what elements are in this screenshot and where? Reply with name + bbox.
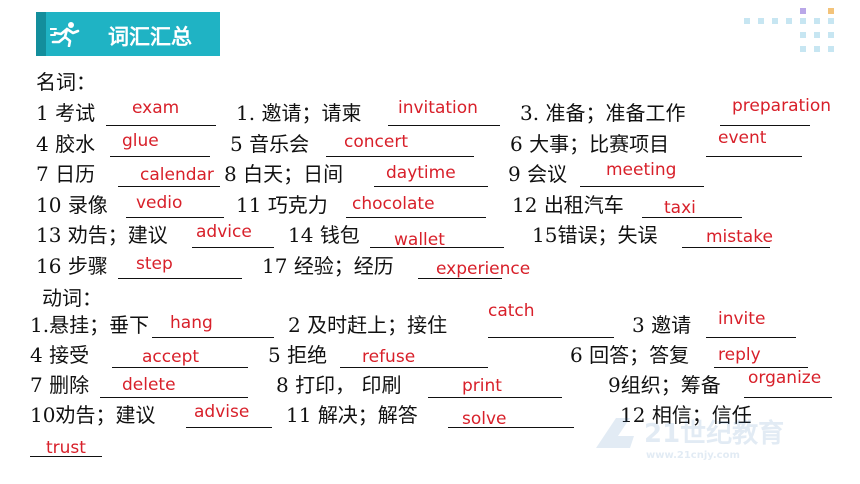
verb-9-prompt: 9组织；筹备 [608, 373, 721, 397]
verb-12-prompt: 12 相信；信任 [620, 403, 752, 427]
verb-4-prompt: 4 接受 [30, 343, 90, 367]
noun-17-blank [418, 254, 502, 279]
noun-14-answer: wallet [394, 230, 445, 250]
noun-11-prompt: 11 巧克力 [236, 193, 328, 217]
verb-4-blank [112, 343, 248, 368]
verb-11-blank [448, 403, 574, 428]
noun-13-prompt: 13 劝告；建议 [36, 223, 168, 247]
noun-11-blank [346, 193, 486, 218]
noun-7-prompt: 7 日历 [36, 162, 96, 186]
noun-6-blank [706, 132, 802, 157]
noun-15-prompt: 15错误；失误 [532, 223, 658, 247]
noun-12-blank [642, 193, 742, 218]
verb-12-answer: trust [46, 438, 86, 458]
noun-10-blank [126, 193, 224, 218]
noun-15-answer: mistake [706, 227, 773, 247]
verb-7-blank [100, 373, 248, 398]
noun-12-prompt: 12 出租汽车 [512, 193, 624, 217]
noun-1-answer: exam [132, 98, 180, 118]
noun-17-answer: experience [436, 259, 531, 279]
svg-text:21世纪教育: 21世纪教育 [644, 418, 784, 449]
verb-8-blank [428, 373, 562, 398]
noun-9-blank [580, 162, 704, 187]
verb-2-blank [488, 313, 614, 338]
noun-6-prompt: 6 大事；比赛项目 [510, 132, 670, 156]
page-title: 词汇汇总 [108, 25, 192, 49]
noun-1-prompt: 1 考试 [36, 101, 96, 125]
noun-2-blank [388, 101, 500, 126]
noun-9-answer: meeting [606, 160, 677, 180]
noun-14-prompt: 14 钱包 [288, 223, 360, 247]
nouns-label: 名词： [36, 70, 96, 94]
verb-4-answer: accept [142, 347, 200, 367]
verb-9-answer: organize [748, 368, 822, 388]
verb-7-prompt: 7 删除 [30, 373, 90, 397]
noun-14-blank [370, 223, 504, 248]
runner-icon [50, 22, 80, 47]
noun-4-answer: glue [122, 131, 159, 151]
verb-2-answer: catch [488, 301, 535, 321]
noun-15-blank [682, 223, 770, 248]
verb-8-prompt: 8 打印， 印刷 [276, 373, 402, 397]
verb-5-answer: refuse [362, 347, 416, 367]
noun-8-blank [374, 162, 488, 187]
svg-text:www.21cnjy.com: www.21cnjy.com [646, 450, 740, 461]
verb-2-prompt: 2 及时赶上；接住 [288, 313, 448, 337]
noun-7-blank [118, 162, 220, 187]
noun-10-answer: vedio [136, 193, 183, 213]
verb-6-prompt: 6 回答；答复 [570, 343, 690, 367]
section-banner: 词汇汇总 [36, 12, 220, 56]
verb-11-answer: solve [462, 409, 507, 429]
verb-11-prompt: 11 解决；解答 [286, 403, 418, 427]
verb-1-prompt: 1.悬挂；垂下 [30, 313, 150, 337]
noun-4-blank [110, 132, 210, 157]
verb-10-blank [186, 403, 272, 428]
noun-13-answer: advice [196, 222, 252, 242]
noun-3-answer: preparation [732, 96, 832, 116]
noun-16-prompt: 16 步骤 [36, 254, 108, 278]
noun-8-answer: daytime [386, 163, 456, 183]
noun-16-blank [118, 254, 242, 279]
noun-1-blank [106, 101, 216, 126]
verb-7-answer: delete [122, 375, 176, 395]
noun-2-answer: invitation [398, 98, 478, 118]
verb-6-answer: reply [718, 345, 761, 365]
noun-11-answer: chocolate [352, 194, 435, 214]
noun-5-prompt: 5 音乐会 [230, 132, 310, 156]
verb-6-blank [714, 343, 808, 368]
noun-8-prompt: 8 白天；日间 [224, 162, 344, 186]
verb-9-blank [744, 373, 832, 398]
noun-4-prompt: 4 胶水 [36, 132, 96, 156]
noun-5-blank [326, 132, 474, 157]
watermark-logo: 21世纪教育 www.21cnjy.com [596, 418, 784, 461]
noun-5-answer: concert [344, 132, 408, 152]
verb-5-blank [340, 343, 488, 368]
verbs-label: 动词： [42, 286, 102, 310]
noun-16-answer: step [136, 254, 173, 274]
noun-17-prompt: 17 经验；经历 [262, 254, 394, 278]
noun-10-prompt: 10 录像 [36, 193, 108, 217]
verb-5-prompt: 5 拒绝 [268, 343, 328, 367]
verb-12-blank [30, 432, 102, 457]
noun-9-prompt: 9 会议 [508, 162, 568, 186]
verb-3-prompt: 3 邀请 [632, 313, 692, 337]
verb-10-answer: advise [194, 402, 250, 422]
noun-2-prompt: 1. 邀请；请柬 [236, 101, 362, 125]
verb-10-prompt: 10劝告；建议 [30, 403, 156, 427]
noun-3-prompt: 3. 准备；准备工作 [520, 101, 686, 125]
noun-6-answer: event [718, 128, 767, 148]
verb-3-answer: invite [718, 309, 766, 329]
verb-1-blank [152, 313, 274, 338]
noun-13-blank [192, 223, 274, 248]
noun-3-blank [720, 101, 810, 126]
verb-3-blank [706, 313, 796, 338]
noun-12-answer: taxi [664, 198, 696, 218]
noun-7-answer: calendar [140, 165, 214, 185]
verb-8-answer: print [462, 376, 502, 396]
verb-1-answer: hang [170, 313, 213, 333]
